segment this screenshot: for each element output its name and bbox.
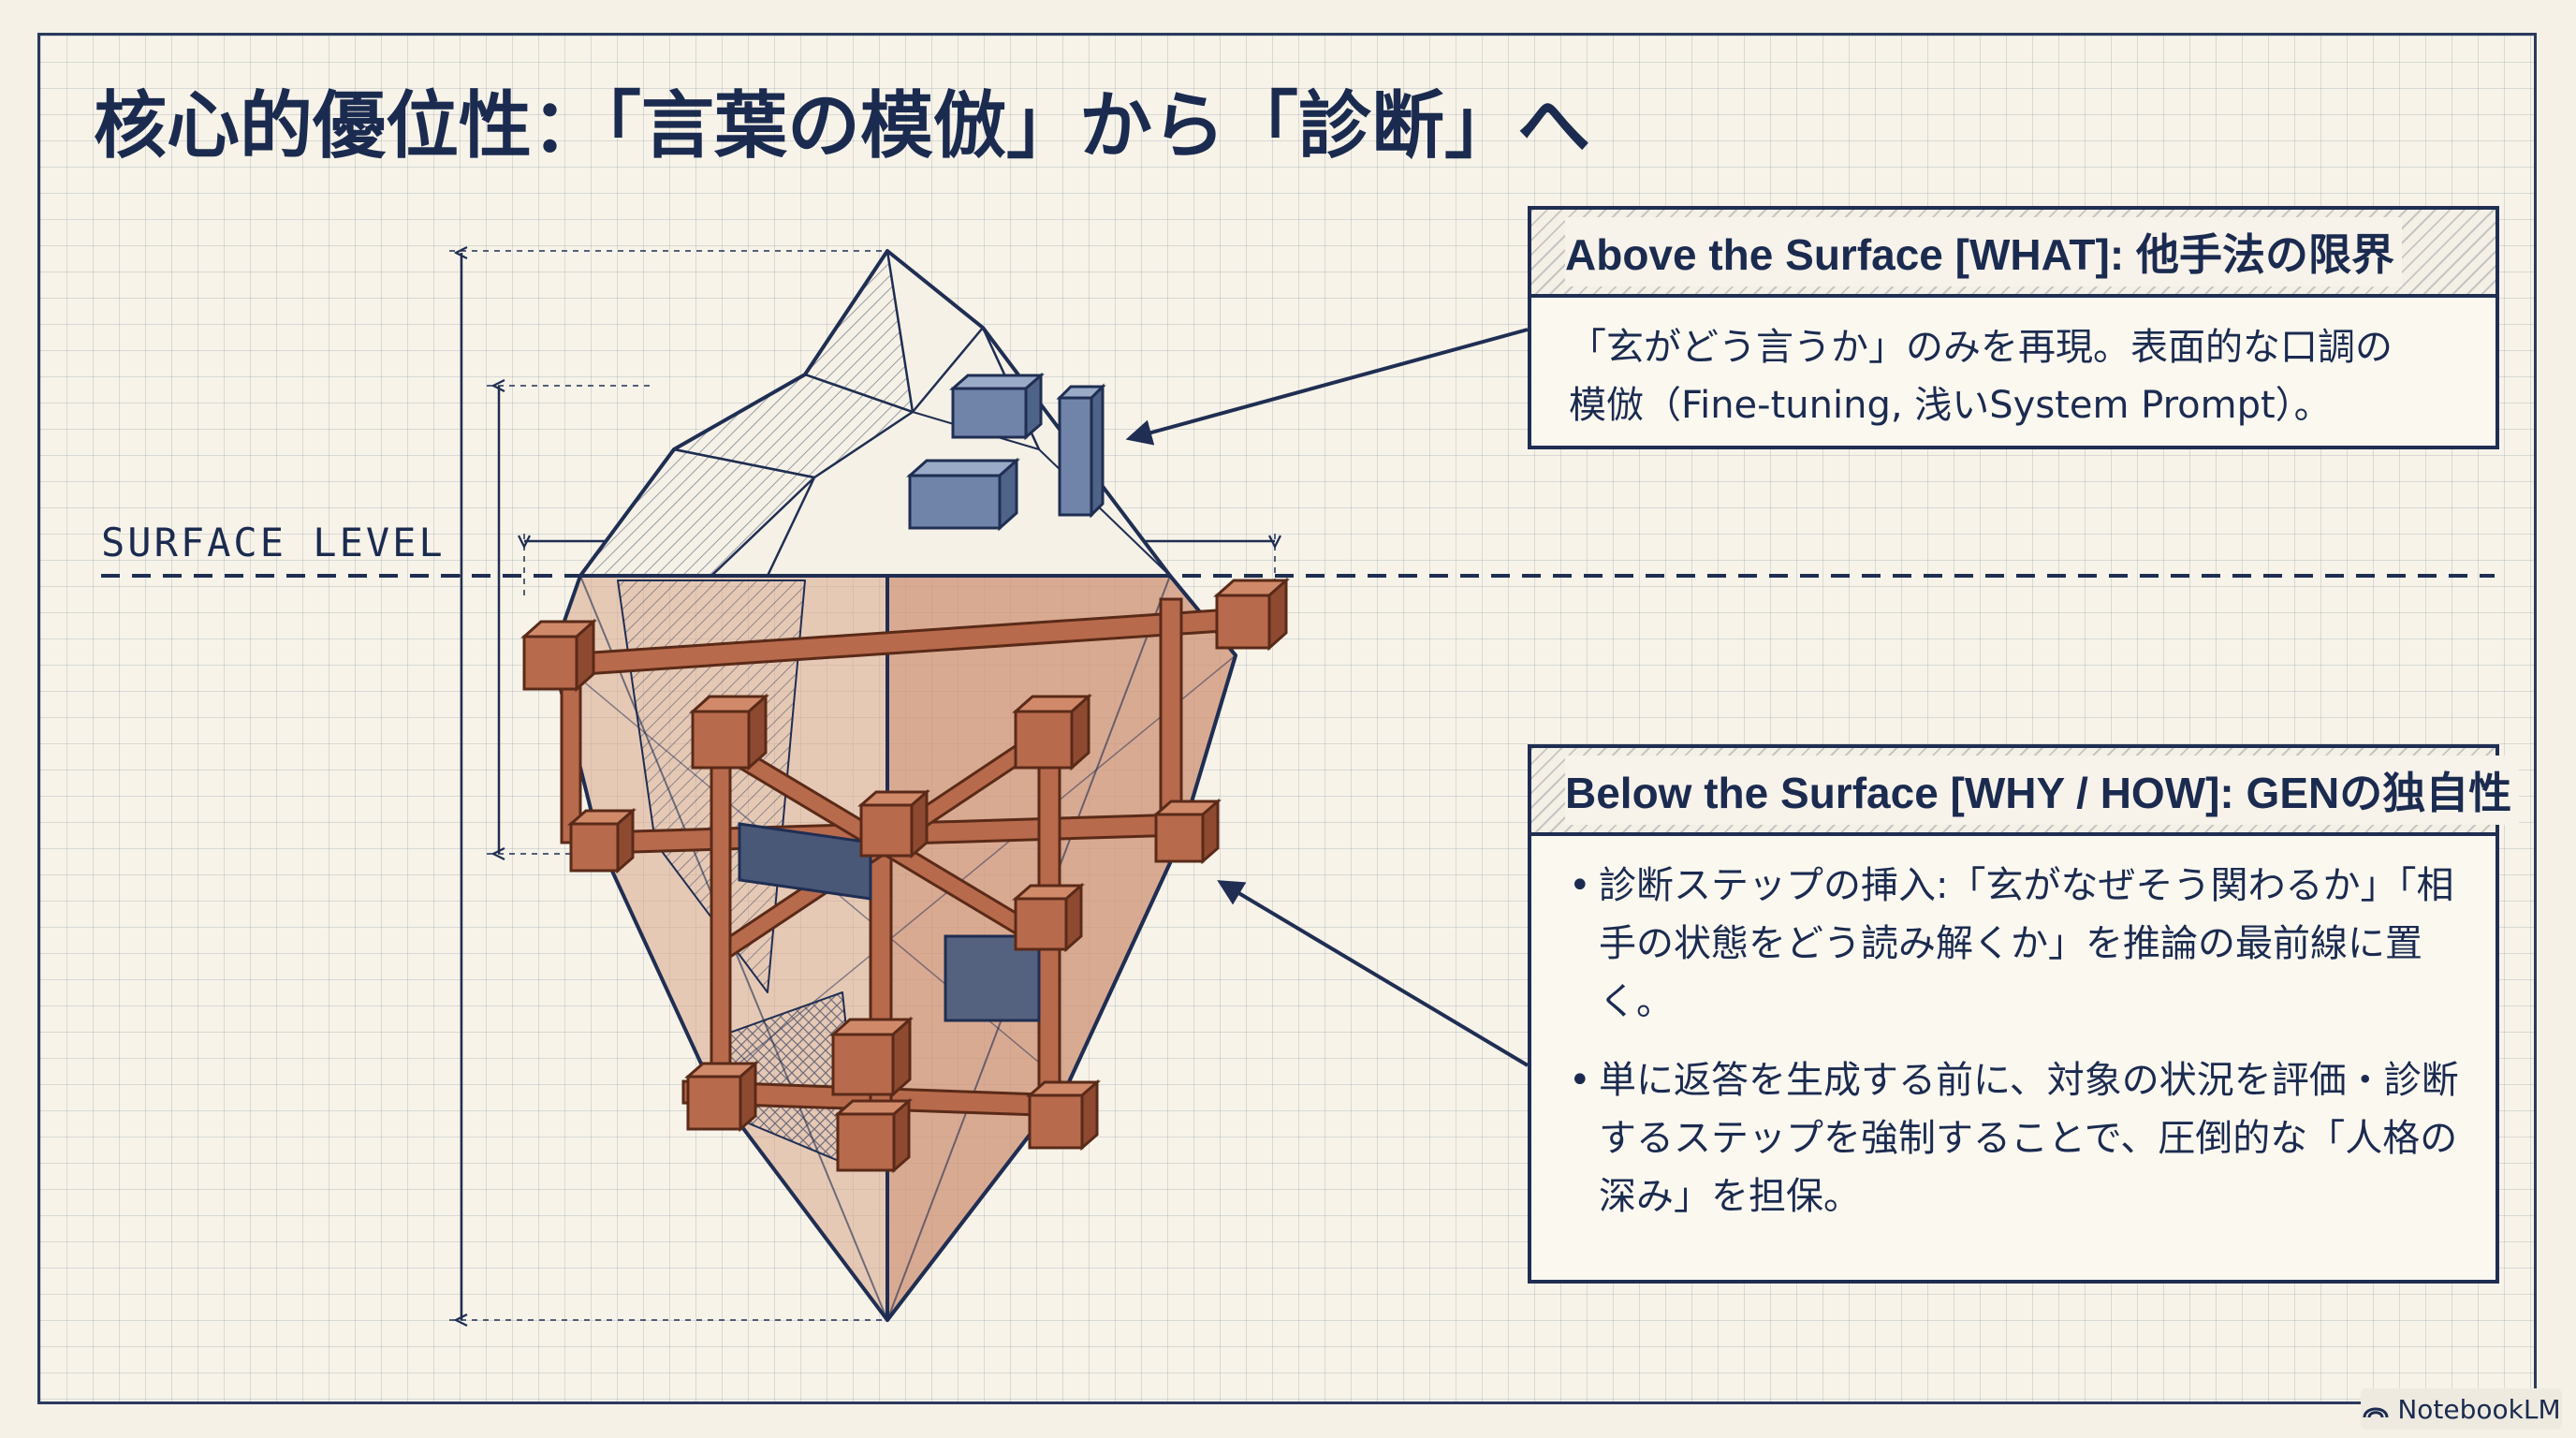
page-title: 核心的優位性：「言葉の模倣」から「診断」へ	[94, 84, 1591, 169]
above-callout-arrow	[1125, 328, 1529, 446]
above-surface-heading: Above the Surface [WHAT]: 他手法の限界	[1565, 217, 2402, 286]
below-surface-heading: Below the Surface [WHY / HOW]: GENの独自性	[1565, 756, 2520, 825]
above-surface-heading-bar: Above the Surface [WHAT]: 他手法の限界	[1531, 210, 2496, 298]
brand-label: NotebookLM	[2397, 1393, 2561, 1425]
surface-level-label: SURFACE LEVEL	[101, 520, 446, 565]
iceberg-tip	[578, 249, 1172, 578]
internal-slabs	[738, 822, 1041, 1022]
steel-blocks	[906, 372, 1106, 532]
below-surface-heading-bar: Below the Surface [WHY / HOW]: GENの独自性	[1531, 748, 2520, 836]
joint-cubes	[520, 577, 1290, 1174]
below-surface-list: 診断ステップの挿入:「玄がなぜそう関わるか」「相手の状態をどう読み解くか」を推論…	[1569, 857, 2462, 1225]
above-surface-line: 模倣（Fine-tuning, 浅いSystem Prompt）。	[1569, 384, 2332, 427]
notebooklm-badge: NotebookLM	[2361, 1388, 2562, 1430]
below-surface-body: 診断ステップの挿入:「玄がなぜそう関わるか」「相手の状態をどう読み解くか」を推論…	[1531, 836, 2496, 1225]
below-surface-callout: Below the Surface [WHY / HOW]: GENの独自性 診…	[1528, 744, 2520, 1284]
below-callout-arrow	[1217, 880, 1530, 1067]
iceberg-underwater	[550, 574, 1237, 1322]
bullet-item: 診断ステップの挿入:「玄がなぜそう関わるか」「相手の状態をどう読み解くか」を推論…	[1569, 857, 2462, 1031]
bullet-item: 単に返答を生成する前に、対象の状況を評価・診断するステップを強制することで、圧倒…	[1569, 1051, 2462, 1225]
above-surface-body: 「玄がどう言うか」のみを再現。表面的な口調の 模倣（Fine-tuning, 浅…	[1531, 298, 2496, 434]
above-surface-callout: Above the Surface [WHAT]: 他手法の限界 「玄がどう言う…	[1528, 206, 2499, 449]
notebooklm-logo-icon	[2363, 1407, 2389, 1418]
above-surface-line: 「玄がどう言うか」のみを再現。表面的な口調の	[1569, 326, 2393, 369]
